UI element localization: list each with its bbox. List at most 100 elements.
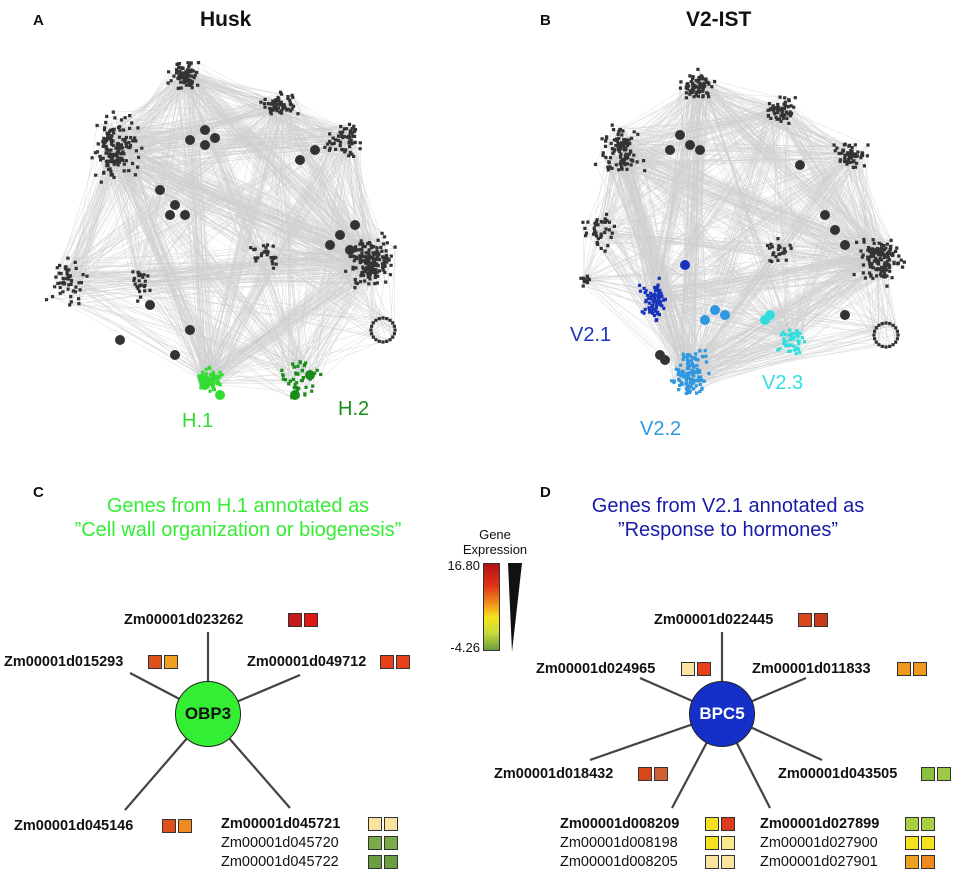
- expression-square-c-4-1: [384, 817, 398, 831]
- v2ist-hub-node: [695, 145, 705, 155]
- expression-square-d-5-0: [705, 817, 719, 831]
- expression-square-c-0-0: [288, 613, 302, 627]
- gene-label-c-4: Zm00001d045721: [221, 816, 341, 832]
- expression-square-d-4-1: [937, 767, 951, 781]
- husk-hub-node: [185, 135, 195, 145]
- expression-square-d-1-0: [681, 662, 695, 676]
- husk-hub-node: [170, 350, 180, 360]
- v2ist-node-group: [766, 95, 797, 125]
- gene-label-d-5: Zm00001d008209: [560, 816, 680, 832]
- panel-c-letter: C: [33, 484, 44, 501]
- v2ist-hub-node: [720, 310, 730, 320]
- v2ist-edge-path: [580, 69, 905, 394]
- expression-square-d-10-0: [905, 855, 919, 869]
- husk-hub-node: [200, 140, 210, 150]
- expression-square-d-1-1: [697, 662, 711, 676]
- expression-square-d-9-0: [905, 836, 919, 850]
- panel-c-subtitle-line2: ”Cell wall organization or biogenesis”: [74, 519, 402, 541]
- gene-label-c-0: Zm00001d023262: [124, 612, 244, 628]
- husk-hub-node: [200, 125, 210, 135]
- gene-label-d-8: Zm00001d027899: [760, 816, 880, 832]
- panel-d-letter: D: [540, 484, 551, 501]
- husk-edges: [46, 62, 396, 398]
- husk-hub-node: [325, 240, 335, 250]
- panel-d-subtitle-line2: ”Response to hormones”: [617, 519, 839, 541]
- expression-square-d-6-1: [721, 836, 735, 850]
- legend-title: Gene Expression: [450, 527, 540, 557]
- v2ist-node-group: [766, 237, 793, 264]
- v2ist-node-group: [852, 237, 906, 288]
- panel-a-letter: A: [33, 12, 44, 29]
- husk-hub-node: [210, 133, 220, 143]
- gene-label-c-3: Zm00001d045146: [14, 818, 134, 834]
- gene-label-d-4: Zm00001d043505: [778, 766, 898, 782]
- hub-node-bpc5: BPC5: [689, 681, 755, 747]
- legend-max: 16.80: [447, 558, 480, 573]
- v2ist-hub-node: [795, 160, 805, 170]
- expression-square-d-8-1: [921, 817, 935, 831]
- gene-label-d-6: Zm00001d008198: [560, 835, 678, 851]
- v2ist-hub-node: [840, 310, 850, 320]
- cluster-label-h1: H.1: [182, 410, 214, 432]
- panel-b-letter: B: [540, 12, 551, 29]
- gene-label-c-5: Zm00001d045720: [221, 835, 339, 851]
- expression-square-d-3-1: [654, 767, 668, 781]
- expression-square-d-6-0: [705, 836, 719, 850]
- hub-node-obp3: OBP3: [175, 681, 241, 747]
- expression-square-c-1-0: [148, 655, 162, 669]
- husk-node-group: [166, 61, 201, 90]
- husk-hub-node: [295, 155, 305, 165]
- husk-node-group: [259, 90, 300, 116]
- v2ist-hub-node: [675, 130, 685, 140]
- husk-node-group: [280, 360, 323, 400]
- v2ist-hub-node: [665, 145, 675, 155]
- husk-hub-node: [305, 370, 315, 380]
- husk-edge-path: [46, 62, 396, 398]
- husk-hub-node: [290, 390, 300, 400]
- v2ist-hub-node: [710, 305, 720, 315]
- expression-square-d-3-0: [638, 767, 652, 781]
- expression-square-c-6-0: [368, 855, 382, 869]
- husk-hub-node: [215, 390, 225, 400]
- husk-hub-node: [155, 185, 165, 195]
- expression-square-d-7-1: [721, 855, 735, 869]
- panel-d-subtitle-line1: Genes from V2.1 annotated as: [591, 495, 865, 517]
- v2ist-node-group: [832, 142, 870, 169]
- v2ist-hub-node: [685, 140, 695, 150]
- v2ist-hub-node: [765, 310, 775, 320]
- v2ist-nodes: [579, 67, 906, 395]
- expression-square-d-0-0: [798, 613, 812, 627]
- husk-hub-node: [145, 300, 155, 310]
- gene-label-d-0: Zm00001d022445: [654, 612, 774, 628]
- expression-square-c-2-1: [396, 655, 410, 669]
- legend-wedge: [508, 563, 522, 652]
- husk-nodes: [44, 61, 397, 400]
- expression-square-c-3-0: [162, 819, 176, 833]
- husk-node-group: [197, 365, 224, 393]
- gene-label-d-9: Zm00001d027900: [760, 835, 878, 851]
- husk-node-group: [44, 256, 89, 307]
- expression-square-d-9-1: [921, 836, 935, 850]
- expression-square-d-2-1: [913, 662, 927, 676]
- v2ist-edges: [580, 69, 905, 394]
- husk-hub-node: [180, 210, 190, 220]
- husk-node-group: [249, 243, 278, 270]
- v2ist-hub-node: [700, 315, 710, 325]
- expression-square-d-4-0: [921, 767, 935, 781]
- expression-square-d-7-0: [705, 855, 719, 869]
- panel-c-subtitle-line1: Genes from H.1 annotated as: [106, 495, 370, 517]
- v2ist-node-group: [579, 274, 591, 288]
- cluster-label-v23: V2.3: [762, 372, 804, 394]
- v2ist-node-group: [670, 349, 711, 395]
- v2ist-node-group: [581, 212, 616, 253]
- v2ist-hub-node: [840, 240, 850, 250]
- v2ist-hub-node: [680, 260, 690, 270]
- panel-d-subtitle: Genes from V2.1 annotated as ”Response t…: [548, 494, 908, 542]
- v2ist-node-group: [593, 123, 647, 173]
- gene-label-d-3: Zm00001d018432: [494, 766, 614, 782]
- gene-label-d-10: Zm00001d027901: [760, 854, 878, 870]
- husk-node-group: [131, 270, 152, 303]
- expression-square-c-0-1: [304, 613, 318, 627]
- panel-a-title: Husk: [200, 8, 252, 31]
- v2ist-node-group: [678, 67, 717, 100]
